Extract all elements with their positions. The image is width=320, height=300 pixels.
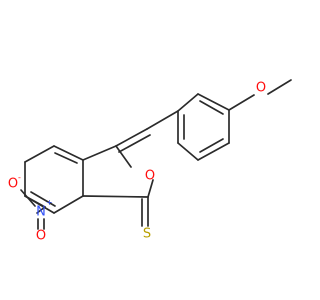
nitro-nitrogen-charge: +	[46, 198, 53, 207]
structure-diagram: O O S N + O - O	[8, 79, 292, 244]
bond	[197, 142, 230, 161]
bond	[82, 195, 149, 198]
bonds	[24, 79, 292, 227]
bond	[82, 145, 117, 161]
bond	[20, 189, 36, 207]
bond	[199, 100, 224, 115]
nitro-double-oxygen-label: O	[36, 229, 46, 244]
bond	[228, 94, 255, 111]
bond	[146, 110, 179, 130]
bond	[115, 145, 132, 168]
methoxy-oxygen-label: O	[256, 81, 266, 96]
bond	[36, 206, 46, 214]
nitro-nitrogen-label: N	[36, 205, 46, 220]
bond	[177, 93, 199, 112]
bond	[197, 93, 230, 111]
bond	[177, 142, 199, 161]
bond	[115, 128, 148, 147]
nitro-oxygen-charge: -	[18, 173, 21, 182]
bond	[30, 191, 56, 207]
bond	[53, 145, 84, 161]
bond	[53, 195, 84, 214]
bond	[54, 152, 78, 164]
nitro-oxygen-minus-label: O	[8, 177, 18, 192]
bond	[147, 179, 154, 198]
bond	[267, 79, 292, 95]
nitro-bonds-extra	[20, 189, 45, 230]
ring-oxygen-label: O	[145, 169, 155, 184]
bond	[118, 134, 151, 153]
thione-sulfur-label: S	[143, 227, 151, 242]
bond	[24, 145, 55, 163]
atom-labels: O O S N + O - O	[8, 81, 266, 244]
bond	[199, 138, 224, 153]
